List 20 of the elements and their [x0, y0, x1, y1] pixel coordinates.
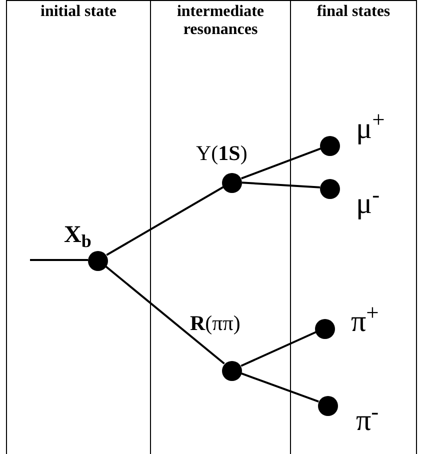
decay-line	[105, 266, 225, 364]
column-band	[150, 0, 290, 454]
decay-line	[241, 372, 319, 403]
decay-line	[106, 186, 224, 256]
decay-line	[242, 182, 320, 188]
column-band	[6, 0, 150, 454]
particle-label: μ$^{-}$	[356, 189, 380, 219]
decay-line	[241, 148, 321, 180]
particle-label: μ$^{+}$	[356, 114, 385, 144]
particle-label: π$^{+}$	[351, 307, 379, 337]
particle-label: R(ππ)	[190, 313, 240, 334]
column-header: initial state	[40, 3, 118, 21]
particle-label: π$^{-}$	[356, 406, 379, 436]
decay-line	[30, 259, 88, 261]
particle-label: Υ(1S)	[196, 143, 248, 164]
column-header: intermediate resonances	[176, 3, 266, 39]
column-band	[290, 0, 417, 454]
particle-label: X$_{b}$	[64, 223, 92, 247]
column-header: final states	[316, 3, 392, 21]
decay-line	[240, 331, 316, 367]
